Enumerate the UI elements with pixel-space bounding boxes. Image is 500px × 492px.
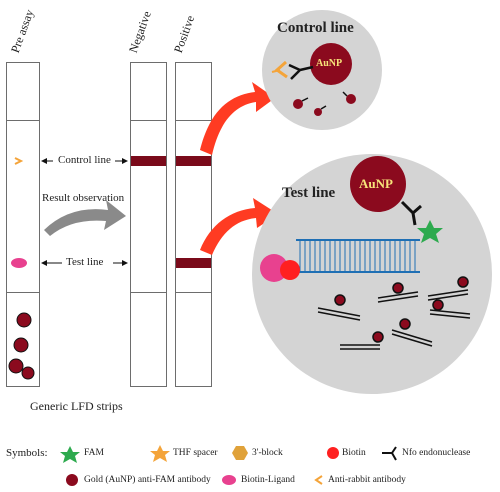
positive-strip	[175, 62, 212, 387]
negative-divider-bottom	[130, 292, 167, 293]
legend-block-icon	[232, 446, 248, 460]
result-observation-arrow	[44, 200, 126, 236]
test-line-label: Test line	[66, 256, 104, 268]
pre-assay-strip	[6, 62, 40, 387]
legend-biotin-ligand-icon	[222, 475, 236, 485]
legend-nfo-label: Nfo endonuclease	[402, 448, 471, 458]
test-line-zoom	[252, 154, 492, 394]
control-aunp-label: AuNP	[316, 58, 343, 69]
positive-control-band	[176, 156, 211, 166]
control-zoom-title: Control line	[277, 20, 354, 36]
legend-block-label: 3'-block	[252, 448, 283, 458]
pre-assay-divider-bottom	[6, 292, 40, 293]
pre-assay-divider-top	[6, 120, 40, 121]
legend-thf-label: THF spacer	[173, 448, 218, 458]
test-aunp-label: AuNP	[359, 176, 393, 191]
control-line-zoom	[262, 10, 382, 130]
legend-gold-icon	[66, 474, 78, 486]
positive-test-band	[176, 258, 211, 268]
result-observation-label: Result observation	[42, 192, 125, 204]
test-zoom-arrow	[200, 198, 278, 255]
negative-divider-top	[130, 120, 167, 121]
legend-biotin-icon	[327, 447, 339, 459]
legend-biotin-ligand-label: Biotin-Ligand	[241, 475, 295, 485]
legend-fam-icon	[60, 446, 80, 463]
legend-anti-rabbit-label: Anti-rabbit antibody	[328, 475, 406, 485]
control-zoom-arrow	[200, 82, 275, 155]
legend-fam-label: FAM	[84, 448, 104, 458]
pre-assay-gold-particles	[8, 312, 35, 380]
test-zoom-title: Test line	[282, 185, 336, 201]
legend-gold-label: Gold (AuNP) anti-FAM antibody	[84, 475, 211, 485]
control-line-label: Control line	[58, 154, 111, 166]
legend-biotin-label: Biotin	[342, 448, 366, 458]
legend-icons	[60, 445, 397, 486]
legend-title: Symbols:	[6, 447, 48, 459]
lfd-caption: Generic LFD strips	[30, 399, 123, 413]
positive-divider-bottom	[175, 292, 212, 293]
negative-control-band	[131, 156, 166, 166]
positive-divider-top	[175, 120, 212, 121]
pre-assay-thf-icon	[14, 157, 24, 165]
legend-nfo-icon	[382, 446, 397, 461]
pre-assay-biotin-ligand-icon	[11, 258, 27, 268]
legend-thf-icon	[150, 445, 170, 462]
negative-strip	[130, 62, 167, 387]
legend-anti-rabbit-icon	[314, 475, 323, 485]
